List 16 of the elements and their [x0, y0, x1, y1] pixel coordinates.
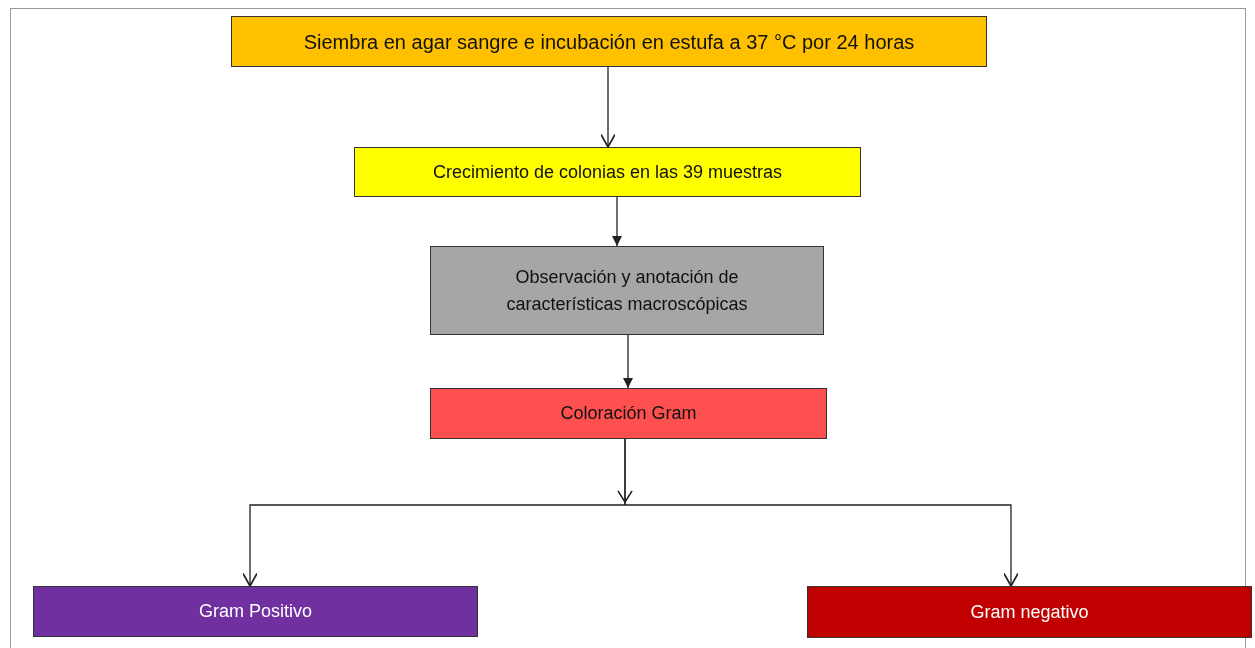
process-box	[354, 147, 861, 197]
arrow	[600, 66, 616, 148]
box-label: Siembra en agar sangre e incubación en estufa a 37 °C por 24 horas	[303, 29, 915, 55]
arrow	[617, 438, 1019, 587]
process-box	[430, 388, 827, 439]
process-box	[807, 586, 1252, 638]
box-label: Gram Positivo	[199, 600, 312, 623]
box-label: Crecimiento de colonias en las 39 muestras	[432, 160, 783, 184]
box-label: Coloración Gram	[560, 402, 697, 425]
box-label: Gram negativo	[970, 600, 1089, 624]
arrow	[612, 196, 622, 247]
process-box	[33, 586, 478, 637]
arrow	[623, 334, 633, 389]
box-label: Observación y anotación de características macroscópicas	[505, 265, 749, 316]
process-box	[430, 246, 824, 335]
process-box	[231, 16, 987, 67]
